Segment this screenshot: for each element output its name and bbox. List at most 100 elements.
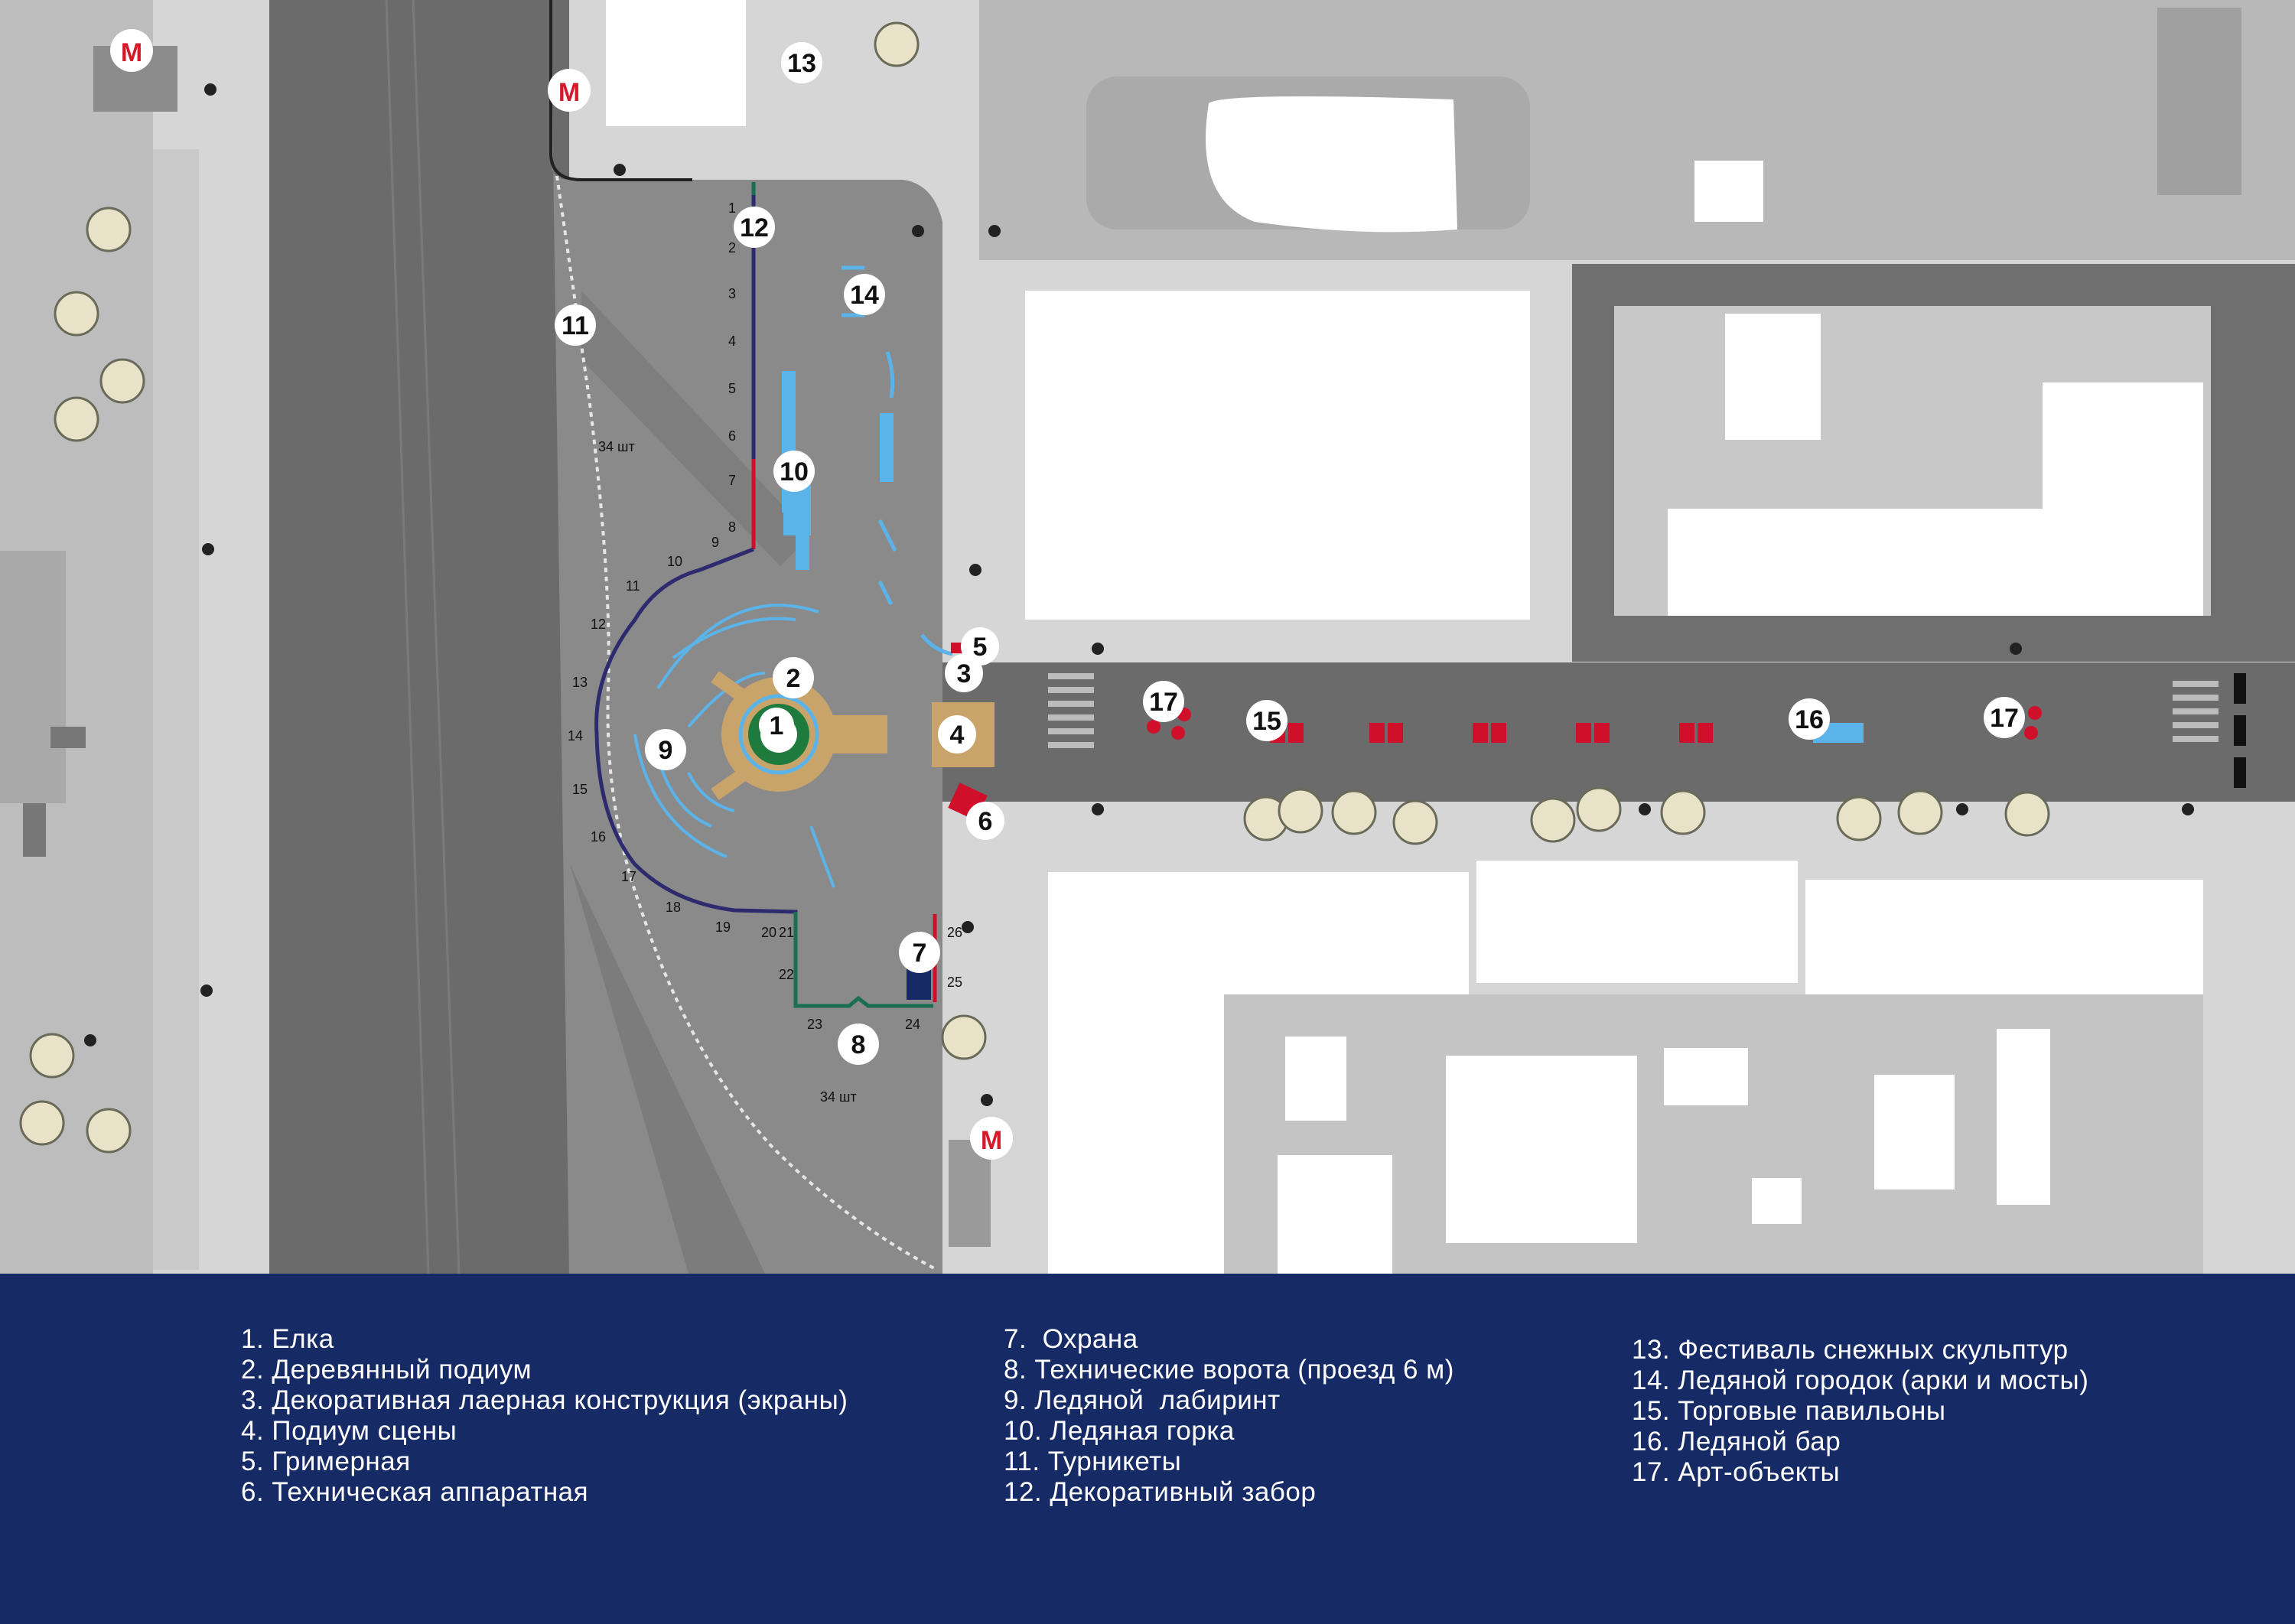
metro-label: М (558, 78, 580, 107)
fence-num: 21 (779, 925, 794, 940)
legend-column-1: 1. Елка 2. Деревянный подиум 3. Декорати… (241, 1324, 848, 1508)
marker-5: 5 (961, 627, 999, 666)
building-annex-2 (2043, 382, 2203, 513)
fence-num: 2 (728, 240, 736, 255)
legend-item: 16. Ледяной бар (1632, 1427, 1841, 1456)
marker-14: 14 (844, 274, 885, 315)
legend-item: 11. Турникеты (1004, 1447, 1182, 1476)
fence-num: 20 (761, 925, 776, 940)
fence-num: 12 (591, 617, 606, 632)
lower-white-7 (1278, 1155, 1392, 1274)
horizontal-street (942, 662, 2295, 802)
marker-label: 16 (1795, 705, 1824, 734)
trees (19, 21, 2050, 1154)
marker-label: 4 (950, 721, 965, 750)
legend-panel: 1. Елка 2. Деревянный подиум 3. Декорати… (0, 1274, 2295, 1624)
left-building (0, 551, 66, 803)
podium-ring (738, 694, 819, 775)
marker-label: 11 (562, 311, 589, 340)
art-objects (1147, 706, 2042, 740)
marker-4: 4 (938, 715, 976, 753)
marker-label: 2 (786, 664, 801, 693)
marker-17-left: 17 (1143, 681, 1184, 722)
marker-17-right: 17 (1984, 697, 2025, 738)
marker-9: 9 (645, 729, 686, 770)
marker-label: 8 (851, 1030, 866, 1059)
legend-column-3: 13. Фестиваль снежных скульптур 14. Ледя… (1632, 1335, 2088, 1488)
marker-10: 10 (773, 451, 815, 492)
fence-num: 25 (947, 975, 962, 990)
legend-item: 14. Ледяной городок (арки и мосты) (1632, 1365, 2089, 1395)
fence-num: 13 (572, 675, 588, 690)
marker-label: 17 (1149, 688, 1178, 717)
metro-icon-2: М (548, 69, 591, 112)
marker-label: 1 (770, 711, 784, 740)
main-avenue (269, 0, 569, 1274)
lower-white-2 (1446, 1056, 1637, 1243)
marker-label: 7 (913, 939, 927, 968)
fence-num: 5 (728, 381, 736, 396)
fence-num: 10 (667, 554, 682, 569)
security-booth (907, 968, 931, 1000)
ice-town (842, 265, 953, 656)
fence-num: 4 (728, 334, 736, 349)
marker-6: 6 (966, 802, 1004, 840)
fence-num: 8 (728, 519, 736, 535)
legend-item: 3. Декоративная лаерная конструкция (экр… (241, 1385, 848, 1415)
fence-num: 17 (621, 869, 636, 884)
metro-fence-line (549, 0, 692, 181)
maze-fence (594, 547, 798, 1006)
lower-white-1 (1285, 1037, 1346, 1121)
marker-1: 1 (759, 708, 794, 743)
left-strip (153, 149, 199, 1270)
lamps (84, 83, 2194, 1106)
fence-numbers: 1 2 3 4 5 6 7 8 9 10 11 12 13 14 15 16 1… (568, 200, 962, 1032)
lower-white-3 (1664, 1048, 1748, 1105)
marker-label: 14 (850, 281, 879, 310)
upper-small-building (1694, 161, 1763, 222)
legend-item: 13. Фестиваль снежных скульптур (1632, 1335, 2069, 1365)
marker-label: 10 (780, 457, 809, 487)
marker-label: 15 (1252, 707, 1281, 736)
turnstile-count: 34 шт (598, 439, 635, 454)
fence-num: 7 (728, 473, 736, 488)
top-white-building (606, 0, 746, 126)
marker-13: 13 (781, 42, 822, 83)
avenue-lane-line (385, 0, 430, 1274)
crosswalk-left (1048, 673, 1094, 748)
upper-right-building (2157, 8, 2241, 195)
plaza (551, 0, 942, 1274)
lower-white-4 (1874, 1075, 1955, 1190)
map-markers: 1 2 3 4 5 6 7 8 9 10 11 12 13 14 15 16 1… (555, 42, 2025, 1065)
fence-num: 18 (666, 900, 681, 915)
crosswalk-right (2173, 681, 2218, 742)
lower-right-building (1805, 880, 2203, 1002)
marker-label: 6 (978, 807, 993, 836)
marker-12: 12 (734, 207, 775, 248)
building-annex (1725, 314, 1821, 440)
legend-item: 7. Охрана (1004, 1324, 1138, 1354)
big-white-building-1 (1025, 291, 1530, 620)
marker-2: 2 (773, 657, 814, 698)
fence-num: 6 (728, 428, 736, 444)
upper-white-shape (1206, 96, 1457, 233)
turnstile-count: 34 шт (820, 1089, 857, 1105)
podium-wing-right (830, 715, 887, 753)
fence-num: 9 (711, 535, 719, 550)
marker-label: 13 (787, 49, 816, 78)
fence-num: 23 (807, 1017, 822, 1032)
barriers (2234, 673, 2246, 788)
marker-8: 8 (838, 1024, 879, 1065)
marker-15: 15 (1246, 700, 1287, 741)
dressing-room (951, 643, 963, 653)
legend-item: 6. Техническая аппаратная (241, 1477, 589, 1507)
marker-label: 5 (973, 633, 988, 662)
trade-pavilions (1270, 723, 1713, 743)
fence-num: 26 (947, 925, 962, 940)
legend-item: 1. Елка (241, 1324, 334, 1354)
marker-11: 11 (555, 304, 596, 346)
metro-label: М (981, 1126, 1002, 1155)
fence-num: 24 (905, 1017, 920, 1032)
avenue-lane-line-2 (412, 0, 461, 1274)
marker-16: 16 (1789, 698, 1830, 740)
